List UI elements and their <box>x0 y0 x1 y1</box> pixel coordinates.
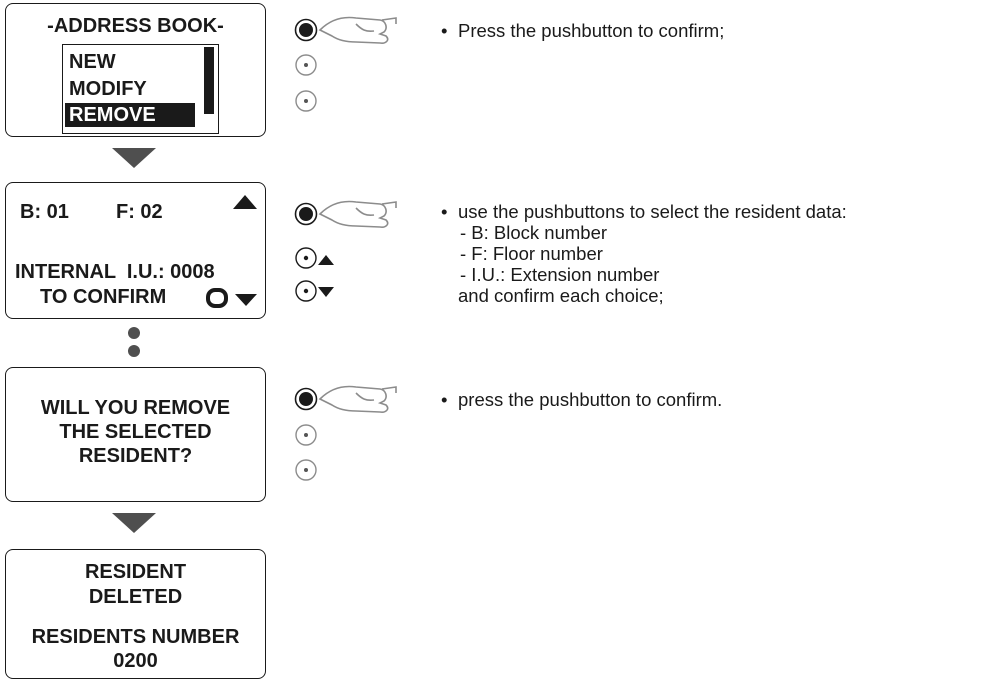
resident-deleted-screen: RESIDENT DELETED RESIDENTS NUMBER 0200 <box>5 549 266 679</box>
confirm-button-icon <box>206 288 228 308</box>
question-line-1: WILL YOU REMOVE <box>40 397 231 419</box>
menu-item-modify[interactable]: MODIFY <box>69 78 147 100</box>
down-arrow-icon <box>112 513 156 533</box>
instruction-text: use the pushbuttons to select the reside… <box>458 201 847 306</box>
confirm-pushbutton[interactable] <box>294 18 318 42</box>
instruction-text: Press the pushbutton to confirm; <box>458 20 725 41</box>
menu-list: NEW MODIFY REMOVE <box>62 44 219 134</box>
instruction-outro: and confirm each choice; <box>458 285 664 306</box>
bullet-icon: • <box>441 20 448 41</box>
confirm-prompt: TO CONFIRM <box>40 286 167 308</box>
connector-dot <box>128 327 140 339</box>
status-line-2: DELETED <box>88 586 183 608</box>
residents-count-value: 0200 <box>113 650 158 672</box>
confirm-pushbutton[interactable] <box>294 387 318 411</box>
resident-select-screen: B: 01 F: 02 INTERNAL I.U.: 0008 TO CONFI… <box>5 182 266 319</box>
bullet-icon: • <box>441 201 448 222</box>
block-value: B: 01 <box>20 201 69 223</box>
pressing-hand-icon <box>318 385 397 413</box>
residents-count-label: RESIDENTS NUMBER <box>31 626 240 648</box>
internal-extension: INTERNAL I.U.: 0008 <box>15 261 215 283</box>
down-arrow-icon <box>318 287 334 297</box>
down-pushbutton[interactable] <box>294 458 318 482</box>
up-pushbutton[interactable] <box>294 53 318 77</box>
instruction-text: press the pushbutton to confirm. <box>458 389 723 410</box>
screen-title: -ADDRESS BOOK- <box>47 15 224 37</box>
floor-value: F: 02 <box>116 201 163 223</box>
connector-dot <box>128 345 140 357</box>
question-line-2: THE SELECTED <box>59 421 212 443</box>
menu-item-remove-selected[interactable]: REMOVE <box>65 103 195 127</box>
scroll-up-icon <box>233 195 257 209</box>
instruction-intro: use the pushbuttons to select the reside… <box>458 201 847 222</box>
down-pushbutton[interactable] <box>294 89 318 113</box>
menu-item-new[interactable]: NEW <box>69 51 116 73</box>
instruction-item-floor: - F: Floor number <box>460 243 603 264</box>
bullet-icon: • <box>441 389 448 410</box>
pressing-hand-icon <box>318 200 397 228</box>
down-pushbutton[interactable] <box>294 279 318 303</box>
up-arrow-icon <box>318 255 334 265</box>
status-line-1: RESIDENT <box>84 561 187 583</box>
scroll-down-icon <box>235 294 257 306</box>
question-line-3: RESIDENT? <box>78 445 193 467</box>
up-pushbutton[interactable] <box>294 246 318 270</box>
remove-confirm-screen: WILL YOU REMOVE THE SELECTED RESIDENT? <box>5 367 266 502</box>
address-book-screen: -ADDRESS BOOK- NEW MODIFY REMOVE <box>5 3 266 137</box>
confirm-pushbutton[interactable] <box>294 202 318 226</box>
instruction-item-extension: - I.U.: Extension number <box>460 264 660 285</box>
down-arrow-icon <box>112 148 156 168</box>
instruction-item-block: - B: Block number <box>460 222 608 243</box>
up-pushbutton[interactable] <box>294 423 318 447</box>
remove-question: WILL YOU REMOVE THE SELECTED RESIDENT? <box>6 396 265 468</box>
menu-scrollbar[interactable] <box>204 47 214 114</box>
pressing-hand-icon <box>318 16 397 44</box>
